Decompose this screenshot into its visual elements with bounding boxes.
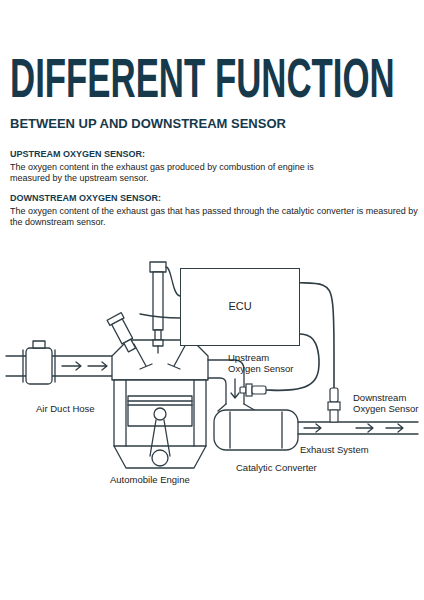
flow-arrow (386, 424, 403, 432)
piston-ring (128, 401, 192, 405)
flow-arrow (304, 424, 321, 432)
catalytic-converter (214, 410, 298, 450)
crankshaft (152, 450, 168, 466)
sensor-outline (240, 384, 266, 396)
part-label: Air Duct Hose (36, 403, 126, 415)
converter-core (230, 412, 282, 448)
meter-connector (33, 341, 45, 348)
plug-electrode (157, 346, 158, 353)
oxygen-sensor: Upstream Oxygen Sensor (240, 384, 266, 396)
sensor-probe (330, 410, 338, 422)
sensor-probe (240, 387, 246, 393)
air-flow-meter (26, 348, 52, 384)
meter-flange (23, 350, 55, 382)
description-text: The oxygen content in the exhaust gas pr… (10, 162, 340, 185)
node-label: Upstream Oxygen Sensor (228, 352, 300, 375)
oxygen-sensor: Downstream Oxygen Sensor (328, 388, 340, 422)
node-label: ECU (228, 300, 251, 313)
signal-wire (166, 267, 180, 296)
subtitle: BETWEEN UP AND DOWNSTREAM SENSOR (10, 116, 410, 132)
engine-block (114, 380, 206, 446)
description-text: The oxygen content of the exhaust gas th… (10, 206, 424, 229)
section-heading: DOWNSTREAM OXYGEN SENSOR: (10, 193, 410, 204)
sensor-symbol (240, 384, 266, 396)
exhaust-valve (168, 344, 186, 369)
illustration-group (6, 262, 418, 468)
cylinder-bore (126, 380, 194, 446)
flow-arrow (356, 424, 373, 432)
sensor-body (330, 388, 338, 402)
sensor-outline (328, 388, 340, 422)
part-label: Automobile Engine (110, 474, 220, 486)
flow-arrow (88, 362, 107, 370)
piston-pin (154, 408, 166, 420)
coil-connector (150, 262, 166, 272)
sensor-hex-nut (246, 384, 252, 396)
air-duct-hose (6, 356, 112, 376)
plug-boot (155, 330, 161, 340)
ecu-box: ECU (180, 268, 300, 346)
sensor-hex-nut (328, 402, 340, 410)
sensor-wire (300, 283, 334, 388)
sensor-body (252, 386, 266, 394)
cylinder-head (112, 340, 208, 380)
part-label: Exhaust System (300, 444, 410, 456)
sensor-symbol (328, 388, 340, 422)
part-label: Catalytic Converter (236, 462, 346, 474)
intake-valve (134, 344, 152, 369)
injector-nozzle (124, 339, 136, 352)
section-heading: UPSTREAM OXYGEN SENSOR: (10, 149, 410, 160)
exhaust-pipe (298, 422, 418, 434)
flow-arrow (62, 362, 81, 370)
fuel-injector (107, 313, 139, 354)
signal-wire (140, 314, 180, 318)
crankcase (114, 446, 206, 468)
flow-arrow (231, 379, 239, 398)
node-label: Downstream Oxygen Sensor (353, 392, 423, 415)
ignition-coil (153, 272, 163, 330)
page-title: DIFFERENT FUNCTION (10, 49, 395, 105)
piston (128, 396, 192, 426)
spark-plug (153, 340, 163, 346)
